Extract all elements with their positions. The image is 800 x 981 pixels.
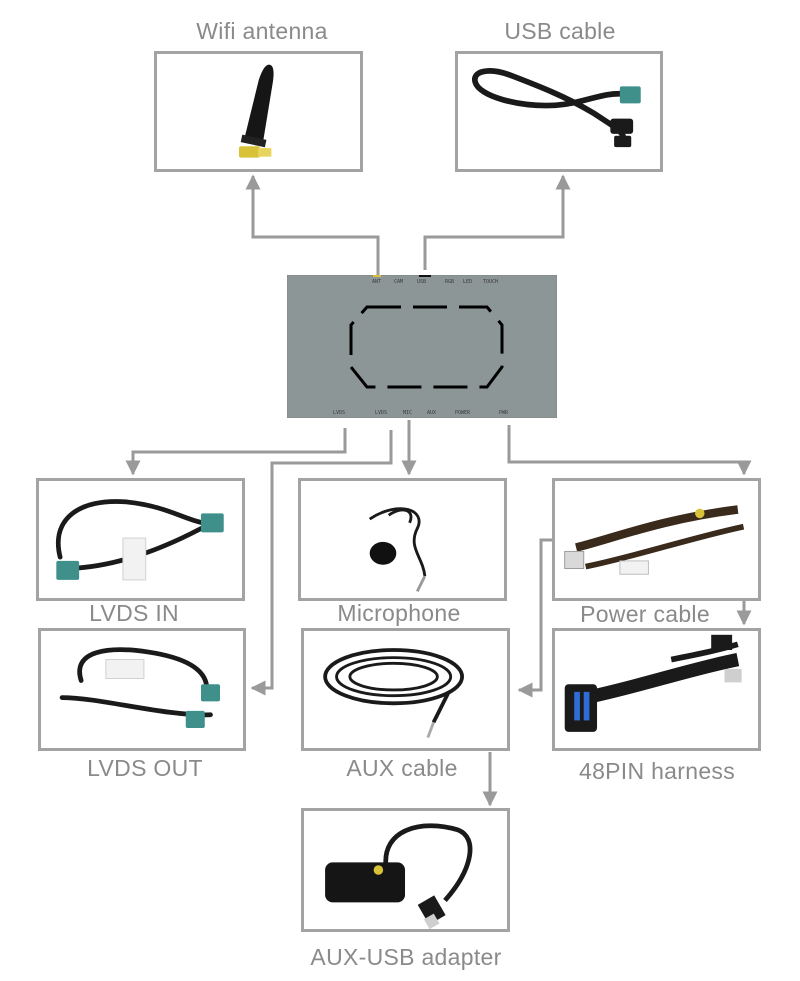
link-power-cable (507, 425, 752, 476)
svg-text:MIC: MIC (403, 410, 412, 416)
svg-text:CAM: CAM (394, 279, 403, 285)
svg-text:USB: USB (417, 279, 426, 285)
label-lvds-in: LVDS IN (89, 600, 179, 626)
link-lvds-out (250, 430, 393, 696)
microphone-icon (368, 507, 427, 592)
box-power-cable (552, 478, 761, 601)
box-lvds-in (36, 478, 245, 601)
module-top-ports: ANT CAM USB RGB LED TOUCH (372, 275, 498, 285)
link-aux-cable (517, 538, 552, 698)
48pin-harness-icon (564, 634, 742, 732)
box-aux-cable (301, 628, 510, 751)
label-lvds-out: LVDS OUT (87, 755, 203, 781)
module-outline-pattern (349, 305, 504, 389)
svg-text:LVDS: LVDS (375, 410, 387, 416)
box-wifi-antenna (154, 51, 363, 172)
svg-text:TOUCH: TOUCH (483, 279, 498, 285)
link-lvds-in (125, 428, 347, 476)
svg-text:ANT: ANT (372, 279, 381, 285)
main-module: ANT CAM USB RGB LED TOUCH LVDS LVDS MIC … (287, 275, 557, 418)
label-usb-cable: USB cable (504, 18, 616, 44)
aux-cable-icon (323, 648, 464, 739)
box-lvds-out (38, 628, 246, 751)
svg-text:POWER: POWER (455, 410, 471, 416)
label-48pin-harness: 48PIN harness (578, 758, 736, 784)
module-bottom-ports: LVDS LVDS MIC AUX POWER PWR (333, 410, 509, 416)
link-usb-cable (423, 174, 571, 270)
usb-cable-icon (472, 68, 641, 148)
link-wifi-antenna (245, 174, 380, 275)
svg-text:LVDS: LVDS (333, 410, 345, 416)
lvds-out-cable-icon (59, 647, 220, 729)
box-48pin-harness (552, 628, 761, 751)
svg-text:AUX: AUX (427, 410, 436, 416)
svg-text:RGB: RGB (445, 279, 454, 285)
label-microphone: Microphone (337, 600, 461, 626)
label-wifi-antenna: Wifi antenna (196, 18, 328, 44)
label-power-cable: Power cable (580, 601, 710, 627)
box-microphone (298, 478, 507, 601)
svg-text:PWR: PWR (499, 410, 509, 416)
aux-usb-adapter-icon (325, 823, 473, 929)
svg-text:LED: LED (463, 279, 472, 285)
power-cable-icon (564, 505, 745, 575)
label-aux-usb-adapter: AUX-USB adapter (310, 944, 502, 970)
lvds-in-cable-icon (56, 499, 224, 581)
wifi-antenna-icon (239, 64, 274, 158)
box-aux-usb-adapter (301, 808, 510, 932)
label-aux-cable: AUX cable (346, 755, 458, 781)
box-usb-cable (455, 51, 663, 172)
